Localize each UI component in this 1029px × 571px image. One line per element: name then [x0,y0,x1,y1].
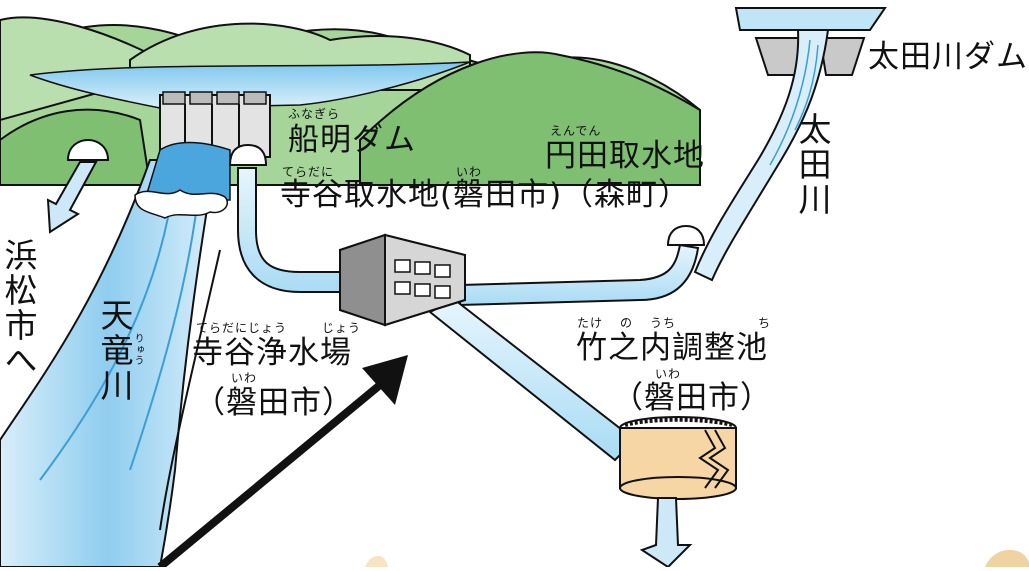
enden-town-label: （森町） [562,177,690,213]
teradani-intake-label: 寺谷取水地(磐田市) [280,177,563,213]
ota-dam-label: 太田川ダム [868,39,1028,75]
ota-river-label: 太田川 [793,112,832,217]
dam-waterfall [143,141,231,201]
pointer-arrow [157,355,408,571]
outflow-arrow [639,497,693,569]
enden-intake-label: 円田取水地 [545,138,705,174]
takenouchi-pond-label: 竹之内調整池 [576,330,768,366]
enden-ruby: えんでん [550,124,602,138]
takenouchi-pipe [428,298,637,462]
dam-foam [134,189,229,219]
funagira-dam-label: 船明ダム [288,122,416,158]
takenouchi-ruby-4: ち [758,316,772,330]
takenouchi-tank [619,416,737,500]
funagira-ruby: ふなぎら [288,107,341,121]
decor-blob-left [365,556,388,567]
takenouchi-iwa-ruby: いわ [655,367,682,381]
takenouchi-city-label: （磐田市） [612,380,772,416]
enden-intake [666,224,706,246]
tenryu-ruby: りゅう [132,333,143,366]
tenryu-river [0,159,217,568]
takenouchi-ruby-3: うち [650,316,677,330]
plant-ruby-2: じょう [322,321,362,335]
lake [29,61,471,109]
ota-river [693,29,830,282]
takenouchi-ruby-2: の [620,316,634,330]
hamamatsu-intake [46,138,110,234]
ota-dam [734,7,887,76]
teradani-intake-iwa-ruby: いわ [456,165,483,179]
plant-city-label: （磐田市） [194,385,354,421]
plant-ruby-1: てらだにじょう [196,321,288,335]
decor-blob-right [985,550,1029,567]
takenouchi-ruby-1: たけ [577,316,604,330]
plant-name-label: 寺谷浄水場 [192,335,352,371]
tenryu-river-label: 天竜川 [95,298,134,403]
enden-pipe [459,243,700,307]
plant-iwa-ruby: いわ [231,371,258,385]
water-treatment-plant [339,233,466,327]
hamamatsu-label: 浜松市へ [0,238,38,378]
teradani-intake-ruby: てらだに [282,165,335,179]
